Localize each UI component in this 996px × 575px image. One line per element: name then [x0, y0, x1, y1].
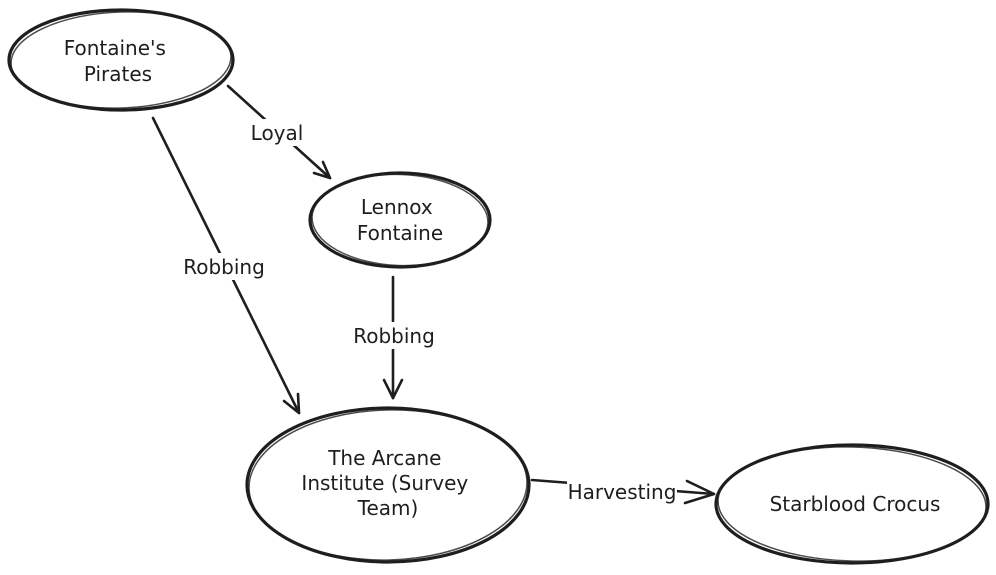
edge-pirates-to-arcane: Robbing [151, 116, 301, 415]
node-ellipse-overdraw [717, 446, 987, 562]
node-arcane-institute: The Arcane Institute (Survey Team) [245, 406, 531, 564]
node-starblood-crocus: Starblood Crocus [714, 443, 990, 565]
edge-lennox-to-arcane: Robbing [352, 275, 436, 400]
edge-label-robbing-vertical: Robbing [353, 324, 435, 348]
node-lennox-fontaine: Lennox Fontaine [308, 171, 492, 269]
node-ellipse-starblood-crocus [714, 443, 990, 565]
edge-label-harvesting: Harvesting [568, 480, 677, 504]
node-ellipse-overdraw [311, 173, 489, 267]
node-ellipse-fontaines-pirates [7, 8, 235, 112]
arrowhead-harvesting [683, 479, 716, 505]
edge-label-loyal: Loyal [251, 121, 304, 145]
node-label-lennox-fontaine: Lennox Fontaine [357, 195, 443, 245]
arrowhead-robbing-vertical [382, 378, 404, 400]
edge-label-robbing-left: Robbing [183, 255, 265, 279]
arrowhead-robbing-left [282, 392, 301, 415]
node-ellipse-arcane-institute [245, 406, 531, 564]
edge-label-bg-robbing-vertical [352, 322, 436, 349]
edge-label-bg-harvesting [567, 478, 677, 505]
node-label-arcane-institute: The Arcane Institute (Survey Team) [301, 446, 474, 520]
node-ellipse-overdraw [248, 409, 528, 561]
edge-label-bg-robbing-left [182, 253, 266, 280]
node-ellipse-overdraw [10, 11, 232, 109]
edge-pirates-to-lennox: Loyal [226, 84, 332, 180]
node-label-starblood-crocus: Starblood Crocus [770, 492, 941, 516]
edge-label-bg-loyal [248, 119, 306, 146]
node-label-fontaines-pirates: Fontaine's Pirates [64, 36, 173, 86]
node-fontaines-pirates: Fontaine's Pirates [7, 8, 235, 112]
edge-arcane-to-starblood: Harvesting [530, 478, 716, 505]
node-ellipse-lennox-fontaine [308, 171, 492, 269]
arrowhead-loyal [312, 160, 332, 180]
